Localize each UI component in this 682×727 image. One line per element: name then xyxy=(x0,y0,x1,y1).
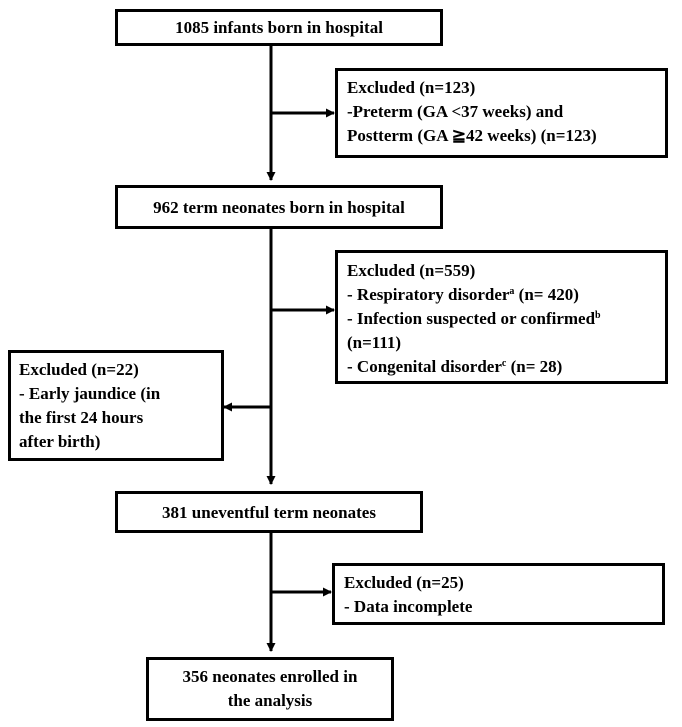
exclusion-1-line-2: Postterm (GA ≧42 weeks) (n=123) xyxy=(347,126,597,145)
uneventful-text: 381 uneventful term neonates xyxy=(162,503,376,522)
exclusion-1-title: Excluded (n=123) xyxy=(347,78,476,97)
enrolled-line-1: 356 neonates enrolled in xyxy=(182,667,358,686)
exclusion-4-line-1: - Data incomplete xyxy=(344,597,473,616)
enrolled-box: 356 neonates enrolled in the analysis xyxy=(146,657,394,721)
enrolled-line-2: the analysis xyxy=(227,691,313,710)
exclusion-3-line-1: - Early jaundice (in xyxy=(19,384,161,403)
start-text: 1085 infants born in hospital xyxy=(175,18,383,37)
exclusion-2-title: Excluded (n=559) xyxy=(347,261,476,280)
exclusion-2-item-4: - Congenital disorderc (n= 28) xyxy=(347,355,665,379)
term-box: 962 term neonates born in hospital xyxy=(115,185,443,229)
exclusion-3-line-3: after birth) xyxy=(19,432,101,451)
term-text: 962 term neonates born in hospital xyxy=(153,198,405,217)
exclusion-box-4: Excluded (n=25) - Data incomplete xyxy=(332,563,665,625)
exclusion-2-item-1: - Respiratory disordera (n= 420) xyxy=(347,283,665,307)
exclusion-box-1: Excluded (n=123) -Preterm (GA <37 weeks)… xyxy=(335,68,668,158)
uneventful-box: 381 uneventful term neonates xyxy=(115,491,423,533)
exclusion-2-item-2-text: - Infection suspected or confirmed xyxy=(347,309,596,328)
exclusion-2-item-1-count: (n= 420) xyxy=(514,285,579,304)
exclusion-2-item-1-text: - Respiratory disorder xyxy=(347,285,510,304)
exclusion-4-title: Excluded (n=25) xyxy=(344,573,464,592)
exclusion-box-2: Excluded (n=559) - Respiratory disordera… xyxy=(335,250,668,384)
start-box: 1085 infants born in hospital xyxy=(115,9,443,46)
exclusion-2-item-3: (n=111) xyxy=(347,333,402,352)
exclusion-box-3: Excluded (n=22) - Early jaundice (in the… xyxy=(8,350,224,461)
footnote-c-mark: c xyxy=(501,358,507,369)
exclusion-2-item-2: - Infection suspected or confirmedb xyxy=(347,307,665,331)
exclusion-2-item-4-text: - Congenital disorder xyxy=(347,357,502,376)
exclusion-3-title: Excluded (n=22) xyxy=(19,360,139,379)
footnote-a-mark: a xyxy=(509,286,515,297)
footnote-b-mark: b xyxy=(595,310,601,321)
exclusion-1-line-1: -Preterm (GA <37 weeks) and xyxy=(347,102,564,121)
exclusion-2-item-4-count: (n= 28) xyxy=(506,357,563,376)
exclusion-3-line-2: the first 24 hours xyxy=(19,408,144,427)
